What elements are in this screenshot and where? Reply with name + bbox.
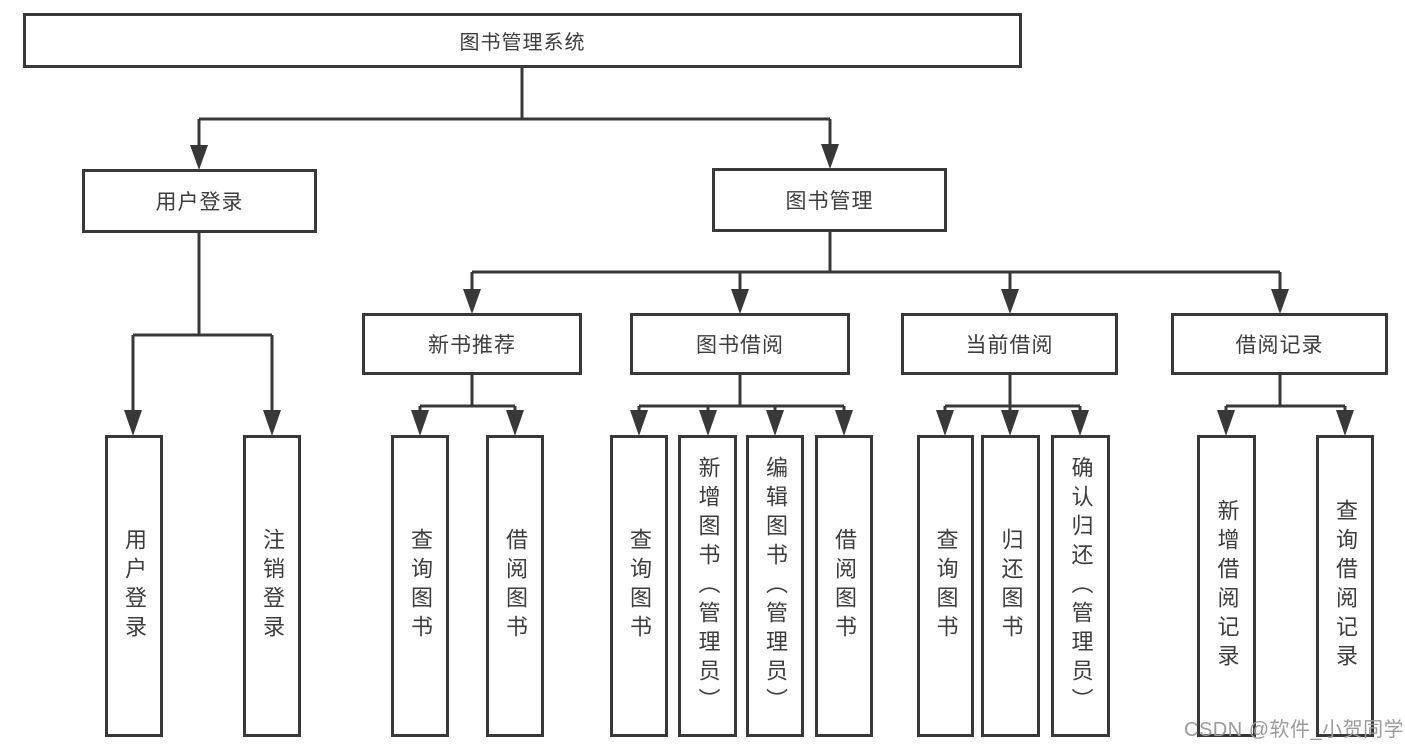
connector-new-books-subtree [418,375,517,413]
node-new-book-recommend-label: 新书推荐 [428,334,516,357]
arrowheads-borrow-records [1217,410,1354,436]
leaf-logout-label: 注销登录 [260,528,285,644]
node-book-management-label: 图书管理 [785,190,874,213]
leaf-borrow-books: 借阅图书 [815,435,873,737]
leaf-query-books-borrow: 查询图书 [610,435,668,737]
leaf-edit-book-admin: 编辑图书（管理员） [746,435,804,737]
leaf-query-borrow-record-label: 查询借阅记录 [1333,499,1358,673]
node-book-borrow: 图书借阅 [630,313,850,375]
leaf-query-books-borrow-label: 查询图书 [627,528,652,644]
arrowheads-level2 [190,144,839,170]
leaf-query-borrow-record: 查询借阅记录 [1316,435,1374,737]
leaf-borrow-books-label: 借阅图书 [832,528,857,644]
leaf-add-borrow-record-label: 新增借阅记录 [1214,499,1240,673]
root-node-label: 图书管理系统 [459,32,586,54]
leaf-logout: 注销登录 [243,435,301,737]
node-user-login-label: 用户登录 [155,191,244,214]
leaf-add-book-admin-label: 新增图书（管理员） [695,455,721,717]
node-book-borrow-label: 图书借阅 [696,334,784,357]
connector-root-to-level2 [197,68,832,148]
leaf-user-login: 用户登录 [105,435,163,737]
connector-book-management-to-level3 [470,232,1282,292]
node-user-login: 用户登录 [82,169,317,233]
connector-current-borrow-subtree [943,375,1082,413]
arrowheads-book-borrow [630,410,853,436]
connector-user-login-subtree [131,233,274,413]
node-borrow-records: 借阅记录 [1171,313,1388,375]
leaf-query-books-current: 查询图书 [917,435,974,737]
leaf-confirm-return-admin-label: 确认归还（管理员） [1068,455,1094,717]
root-node-library-management-system: 图书管理系统 [23,13,1022,68]
arrowheads-level3 [463,289,1289,314]
leaf-confirm-return-admin: 确认归还（管理员） [1051,435,1110,737]
node-current-borrow: 当前借阅 [901,313,1118,375]
node-borrow-records-label: 借阅记录 [1235,334,1324,357]
leaf-edit-book-admin-label: 编辑图书（管理员） [763,455,788,717]
leaf-query-books-recommend: 查询图书 [391,435,449,737]
leaf-add-book-admin: 新增图书（管理员） [678,435,737,737]
leaf-query-books-recommend-label: 查询图书 [408,528,433,644]
leaf-query-books-current-label: 查询图书 [933,528,959,644]
leaf-add-borrow-record: 新增借阅记录 [1197,435,1256,737]
leaf-return-book-label: 归还图书 [998,528,1024,644]
leaf-borrow-books-recommend: 借阅图书 [486,435,544,737]
arrowheads-new-books [411,410,524,436]
connector-book-borrow-subtree [637,375,846,413]
node-new-book-recommend: 新书推荐 [362,313,582,375]
arrowheads-current-borrow [936,410,1089,436]
leaf-return-book: 归还图书 [981,435,1040,737]
node-book-management: 图书管理 [712,168,947,232]
connector-borrow-records-subtree [1224,375,1347,413]
leaf-user-login-label: 用户登录 [122,528,147,644]
node-current-borrow-label: 当前借阅 [965,334,1054,357]
watermark: CSDN @软件_小贺同学 [1184,719,1405,741]
arrowheads-user-login [124,410,281,436]
leaf-borrow-books-recommend-label: 借阅图书 [503,528,528,644]
